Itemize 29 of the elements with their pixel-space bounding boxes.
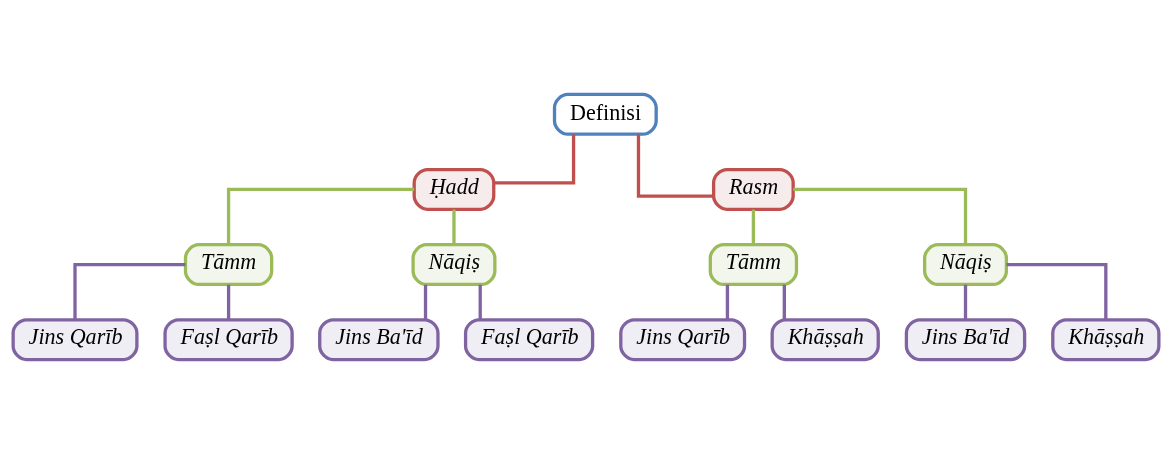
- node-box: Tāmm: [183, 242, 274, 286]
- node-box: Faṣl Qarīb: [163, 317, 294, 361]
- node-box: Jins Ba'īd: [318, 317, 440, 361]
- node-box: Tāmm: [708, 242, 799, 286]
- node-box: Jins Qarīb: [619, 317, 747, 361]
- connector: [793, 187, 968, 244]
- node-box: Khāṣṣah: [1051, 317, 1161, 361]
- connector: [226, 187, 415, 244]
- connector: [725, 284, 730, 319]
- node-box: Jins Qarīb: [11, 317, 139, 361]
- connector: [636, 134, 714, 198]
- connector: [493, 134, 576, 184]
- connector: [751, 209, 756, 244]
- node-box: Faṣl Qarīb: [463, 317, 595, 361]
- connector: [963, 284, 968, 319]
- connector: [73, 262, 186, 320]
- connector: [1006, 262, 1108, 320]
- node-box: Jins Ba'īd: [904, 317, 1027, 361]
- connector: [782, 284, 786, 319]
- connector: [452, 209, 456, 244]
- connector: [226, 284, 231, 319]
- node-box: Definisi: [552, 92, 658, 136]
- node-box: Khāṣṣah: [770, 317, 880, 361]
- node-box: Rasm: [711, 167, 795, 211]
- node-box: Nāqiṣ: [411, 242, 497, 286]
- node-box: Ḥadd: [412, 167, 496, 211]
- connector: [478, 284, 482, 319]
- connector: [423, 284, 428, 319]
- node-box: Nāqiṣ: [922, 242, 1009, 286]
